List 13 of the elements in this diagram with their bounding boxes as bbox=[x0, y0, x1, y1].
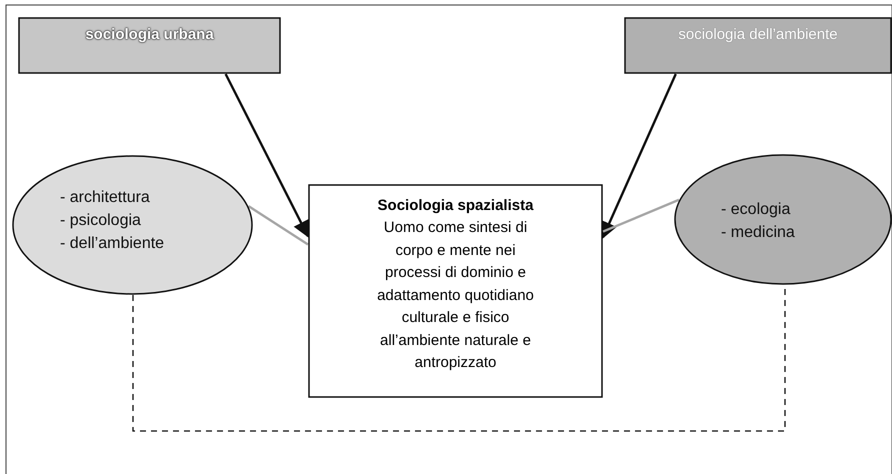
concept-title: Sociologia spazialista bbox=[376, 196, 534, 216]
category-title: sociologia dell’ambiente bbox=[677, 26, 839, 43]
arrow bbox=[224, 73, 310, 238]
category-title: sociologia urbana bbox=[84, 26, 215, 43]
list-item: - architettura bbox=[60, 188, 151, 208]
list-item: - dell’ambiente bbox=[60, 234, 166, 254]
connector-line bbox=[602, 198, 680, 233]
list-item: - psicologia bbox=[60, 211, 142, 231]
concept-description: Uomo come sintesi di corpo e mente nei processi di dominio e adattamento quotidiano culturale e fisico all’ambiente naturale e antropizzato bbox=[376, 218, 535, 373]
connector-line bbox=[248, 205, 309, 246]
list-item: - medicina bbox=[721, 223, 796, 243]
arrow bbox=[601, 74, 677, 239]
list-item: - ecologia bbox=[721, 200, 792, 220]
